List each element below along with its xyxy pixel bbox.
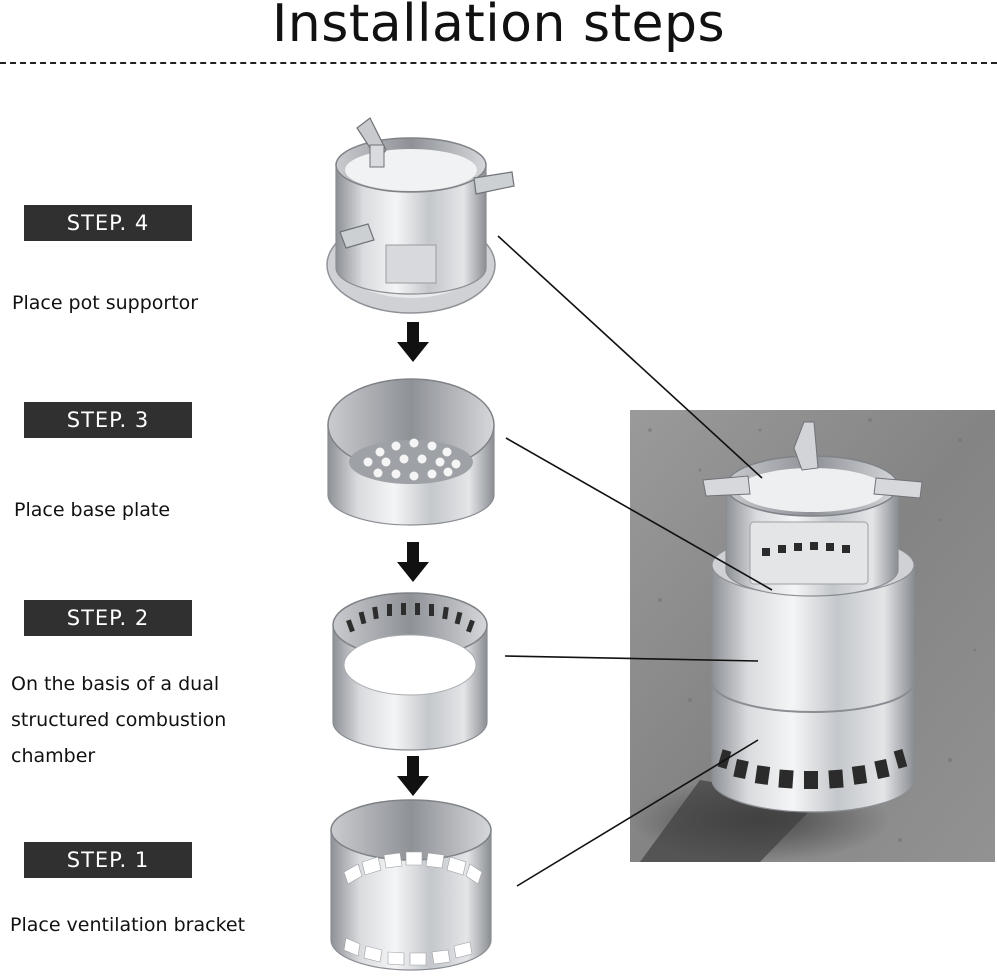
step-1-badge: STEP. 1	[24, 842, 192, 878]
step-3-text: Place base plate	[14, 499, 171, 521]
assembled-stove-photo	[630, 410, 995, 862]
down-arrow-icon	[397, 756, 429, 796]
step-2-text: On the basis of a dual structured combus…	[11, 673, 227, 767]
base-plate-part	[327, 378, 495, 526]
step-4-badge: STEP. 4	[24, 205, 192, 241]
combustion-chamber-part	[332, 592, 488, 751]
page-title: Installation steps	[271, 0, 726, 54]
step-1-text: Place ventilation bracket	[10, 914, 246, 936]
step-4-text: Place pot supportor	[12, 292, 199, 314]
dashed-divider	[0, 62, 997, 64]
ventilation-bracket-part	[330, 799, 492, 971]
down-arrow-icon	[397, 322, 429, 362]
step-2-badge: STEP. 2	[24, 600, 192, 636]
down-arrow-icon	[397, 542, 429, 582]
step-3-badge: STEP. 3	[24, 402, 192, 438]
pot-supporter-part	[326, 117, 515, 314]
leader-line	[497, 235, 773, 887]
